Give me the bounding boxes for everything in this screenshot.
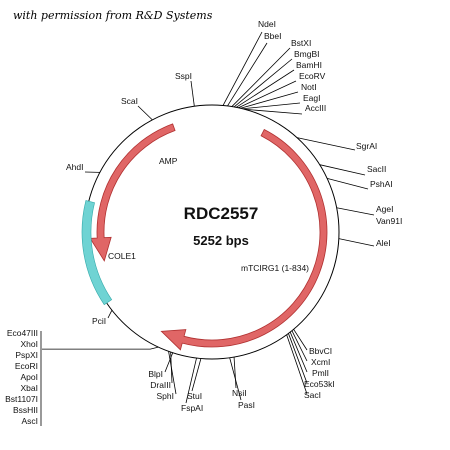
site-bmgbi: BmgBI — [294, 49, 320, 59]
site-xcmi: XcmI — [311, 357, 330, 367]
leader-sspi — [190, 80, 195, 107]
site-bst1107i: Bst1107I — [5, 394, 38, 404]
cole1-box — [81, 200, 113, 306]
site-stui: StuI — [187, 391, 202, 401]
plasmid-name: RDC2557 — [184, 204, 259, 223]
site-acciii: AccIII — [305, 103, 326, 113]
leader-bottom-right — [288, 333, 308, 384]
site-bbei: BbeI — [264, 31, 282, 41]
site-sacii: SacII — [367, 164, 386, 174]
plasmid-backbone — [84, 104, 340, 360]
feature-label-amp: AMP — [159, 156, 178, 166]
site-pshai: PshAI — [370, 179, 393, 189]
leader-stui — [191, 358, 202, 392]
site-blpi: BlpI — [148, 369, 163, 379]
leader-sacii — [319, 164, 366, 176]
site-bsshii: BssHII — [13, 405, 38, 415]
feature-label-mtcirg1: mTCIRG1 (1-834) — [241, 263, 309, 273]
site-sspi: SspI — [175, 71, 192, 81]
amp-arrow — [89, 123, 176, 262]
site-sgrai: SgrAI — [356, 141, 377, 151]
site-xbai: XbaI — [21, 383, 39, 393]
leader-top-cluster — [240, 91, 299, 109]
site-van91i: Van91I — [376, 216, 402, 226]
leader-fspai — [185, 357, 197, 404]
leader-left-cluster — [42, 346, 159, 350]
site-bamhi: BamHI — [296, 60, 322, 70]
leader-alei — [338, 238, 375, 247]
site-alei: AleI — [376, 238, 391, 248]
leader-pasi — [229, 357, 242, 401]
site-pmli: PmlI — [312, 368, 329, 378]
site-xhoi: XhoI — [21, 339, 39, 349]
site-nsii: NsiI — [232, 388, 247, 398]
site-sphi: SphI — [157, 391, 175, 401]
leader-bottom-right — [286, 334, 308, 395]
site-apoi: ApoI — [21, 372, 39, 382]
site-ecori: EcoRI — [15, 361, 38, 371]
leader-top-cluster — [233, 58, 293, 108]
site-draiii: DraIII — [150, 380, 171, 390]
site-eco47iii: Eco47III — [7, 328, 38, 338]
feature-layer — [81, 123, 328, 351]
leader-bottom-right — [293, 329, 308, 351]
plasmid-size: 5252 bps — [193, 233, 249, 248]
feature-label-cole1: COLE1 — [108, 251, 136, 261]
leader-ndei — [222, 31, 263, 106]
leader-top-cluster — [238, 80, 297, 109]
mtcirg1-arrow — [160, 128, 328, 351]
site-leader-lines — [40, 31, 375, 426]
leader-sgrai — [296, 137, 356, 151]
site-bstxi: BstXI — [291, 38, 311, 48]
leader-blpi — [164, 352, 174, 373]
site-ndei: NdeI — [258, 19, 276, 29]
leader-bbei — [227, 42, 268, 107]
site-eagi: EagI — [303, 93, 321, 103]
site-ecorv: EcoRV — [299, 71, 326, 81]
leader-agei — [336, 207, 375, 216]
site-ahdi: AhdI — [66, 162, 84, 172]
site-fspai: FspAI — [181, 403, 203, 413]
leader-top-cluster — [236, 69, 295, 108]
leader-top-cluster — [244, 108, 303, 115]
leader-bottom-right — [291, 330, 308, 362]
site-pasi: PasI — [238, 400, 255, 410]
site-eco53ki: Eco53kI — [304, 379, 335, 389]
site-saci: SacI — [304, 390, 321, 400]
leader-nsii — [233, 357, 237, 389]
leader-top-cluster — [242, 102, 301, 110]
site-bbvci: BbvCI — [309, 346, 332, 356]
site-noti: NotI — [301, 82, 317, 92]
site-agei: AgeI — [376, 204, 394, 214]
leader-top-cluster — [231, 47, 291, 107]
site-asci: AscI — [21, 416, 38, 426]
site-scai: ScaI — [121, 96, 138, 106]
leader-pshai — [327, 177, 369, 190]
leader-pcii — [107, 310, 113, 319]
leader-scai — [137, 105, 153, 121]
permission-note: with permission from R&D Systems — [13, 9, 213, 22]
leader-bottom-right — [289, 331, 308, 373]
site-pcii: PciI — [92, 316, 106, 326]
leader-sphi — [168, 351, 177, 395]
site-pspxi: PspXI — [15, 350, 38, 360]
